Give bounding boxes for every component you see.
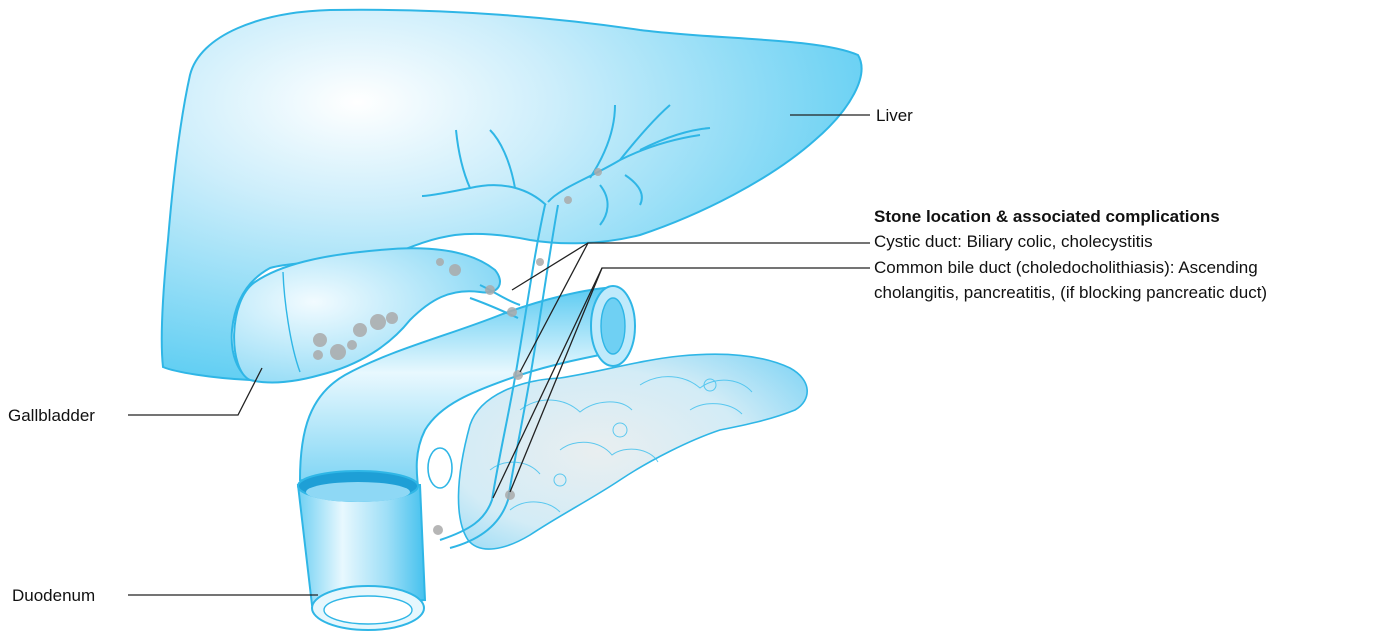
pancreas-shape — [458, 354, 807, 549]
legend-common-line2: cholangitis, pancreatitis, (if blocking … — [874, 283, 1267, 302]
liver-label: Liver — [876, 106, 913, 125]
legend-heading: Stone location & associated complication… — [874, 207, 1220, 226]
legend-common-line1: Common bile duct (choledocholithiasis): … — [874, 258, 1258, 277]
legend-cystic: Cystic duct: Biliary colic, cholecystiti… — [874, 232, 1153, 251]
gallbladder-label: Gallbladder — [8, 406, 95, 425]
cystic-leader — [512, 243, 870, 290]
duodenum-label: Duodenum — [12, 586, 95, 605]
